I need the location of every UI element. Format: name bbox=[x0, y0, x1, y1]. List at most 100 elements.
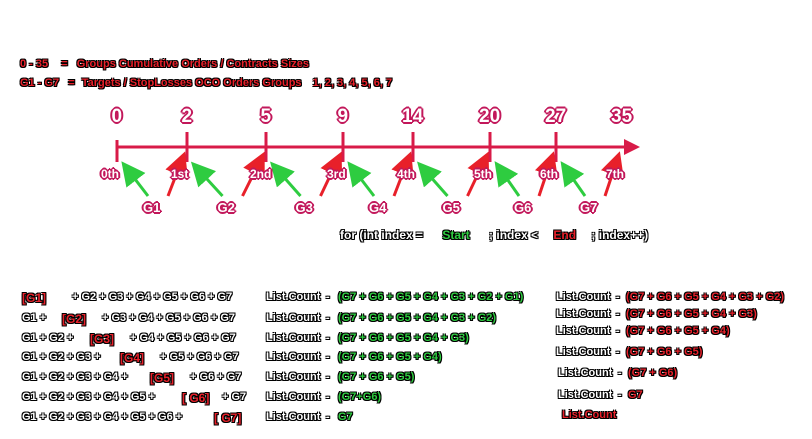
legend-group-numbers: 1, 2, 3, 4, 5, 6, 7 bbox=[312, 77, 393, 89]
group-label-G7: G7 bbox=[580, 200, 598, 215]
timeline-ordinal-4th: 4th bbox=[397, 167, 415, 181]
row-expression: (G7 + G6 + G5 + G4) bbox=[338, 351, 442, 363]
row-current-group: [G3] bbox=[90, 332, 114, 346]
for-loop-statement: for (int index = Start ; index < End ; i… bbox=[340, 228, 648, 242]
row-list-count: List.Count bbox=[266, 312, 321, 324]
legend-key-groups: G1 - G7 bbox=[20, 77, 60, 89]
row-current-group: [G1] bbox=[22, 291, 46, 305]
right-minus: - bbox=[618, 389, 622, 401]
row-expression: G7 bbox=[338, 411, 353, 423]
row-prefix: G1 + G2 + G3 + G4 + G5 + bbox=[22, 391, 155, 403]
row-expression: (G7 + G6 + G5) bbox=[338, 371, 415, 383]
timeline-number-35: 35 bbox=[611, 106, 633, 127]
timeline-number-2: 2 bbox=[181, 106, 193, 127]
row-expression: (G7 + G6 + G5 + G4 + G3 + G2 + G1) bbox=[338, 291, 524, 303]
legend-line-2: G1 - G7 = Targets / StopLosses OCO Order… bbox=[20, 77, 392, 89]
timeline-number-14: 14 bbox=[402, 106, 424, 127]
timeline-number-20: 20 bbox=[479, 106, 501, 127]
right-expression: (G7 + G6 + G5 + G4 + G3) bbox=[626, 308, 757, 320]
timeline-ordinal-2nd: 2nd bbox=[250, 167, 272, 181]
row-minus: - bbox=[326, 371, 330, 383]
legend-desc-groups: Targets / StopLosses OCO Orders Groups bbox=[81, 77, 302, 89]
right-minus: - bbox=[616, 291, 620, 303]
row-suffix: + G5 + G6 + G7 bbox=[160, 351, 239, 363]
group-label-G5: G5 bbox=[442, 200, 460, 215]
red-arrow-G7 bbox=[600, 151, 624, 197]
row-prefix: G1 + G2 + G3 + G4 + G5 + G6 + bbox=[22, 411, 183, 423]
green-arrow-G2 bbox=[190, 161, 224, 198]
right-minus: - bbox=[616, 346, 620, 358]
group-label-G2: G2 bbox=[217, 200, 235, 215]
legend-key-sizes: 0 - 35 bbox=[20, 58, 49, 70]
red-arrow-G2 bbox=[241, 151, 265, 197]
right-list-count: List.Count bbox=[556, 308, 611, 320]
row-suffix: + G3 + G4 + G5 + G6 + G7 bbox=[102, 312, 235, 324]
right-list-count: List.Count bbox=[558, 367, 613, 379]
timeline-number-0: 0 bbox=[111, 106, 123, 127]
timeline-ordinal-5th: 5th bbox=[474, 167, 492, 181]
row-prefix: G1 + bbox=[22, 312, 47, 324]
row-list-count: List.Count bbox=[266, 291, 321, 303]
red-arrow-G5 bbox=[466, 151, 490, 197]
legend-equals-2: = bbox=[68, 77, 75, 89]
row-list-count: List.Count bbox=[266, 332, 321, 344]
timeline-ordinal-3rd: 3rd bbox=[327, 167, 346, 181]
red-arrow-G6 bbox=[534, 151, 558, 197]
right-minus: - bbox=[616, 308, 620, 320]
row-list-count: List.Count bbox=[266, 411, 321, 423]
green-arrow-G5 bbox=[417, 161, 449, 197]
legend-desc-sizes: Groups Cumulative Orders / Contracts Siz… bbox=[76, 58, 309, 70]
legend-line-1: 0 - 35 = Groups Cumulative Orders / Cont… bbox=[20, 58, 309, 70]
row-current-group: [G2] bbox=[62, 312, 86, 326]
row-list-count: List.Count bbox=[266, 391, 321, 403]
timeline-number-5: 5 bbox=[260, 106, 272, 127]
row-list-count: List.Count bbox=[266, 371, 321, 383]
timeline-diagram bbox=[115, 132, 640, 198]
row-expression: (G7+G6) bbox=[338, 391, 382, 403]
timeline-arrowhead bbox=[624, 139, 640, 155]
row-list-count: List.Count bbox=[266, 351, 321, 363]
timeline-ordinal-6th: 6th bbox=[540, 167, 558, 181]
row-suffix: + G4 + G5 + G6 + G7 bbox=[130, 332, 236, 344]
for-loop-suffix: ; index++) bbox=[591, 228, 649, 242]
timeline-number-27: 27 bbox=[545, 106, 567, 127]
row-suffix: + G6 + G7 bbox=[190, 371, 242, 383]
group-label-G6: G6 bbox=[514, 200, 532, 215]
green-arrow-G3 bbox=[270, 161, 302, 197]
group-label-G4: G4 bbox=[369, 200, 387, 215]
for-loop-start: Start bbox=[442, 228, 470, 242]
timeline-number-9: 9 bbox=[337, 106, 349, 127]
right-list-count: List.Count bbox=[562, 409, 617, 421]
right-list-count: List.Count bbox=[558, 389, 613, 401]
right-expression: (G7 + G6 + G5 + G4) bbox=[626, 325, 730, 337]
green-arrow-G4 bbox=[347, 161, 376, 197]
row-current-group: [G5] bbox=[150, 371, 174, 385]
row-expression: (G7 + G6 + G5 + G4 + G3) bbox=[338, 332, 469, 344]
row-suffix: + G7 bbox=[222, 391, 247, 403]
red-arrow-G1 bbox=[165, 151, 188, 197]
for-loop-end: End bbox=[553, 228, 577, 242]
row-minus: - bbox=[326, 291, 330, 303]
right-expression: (G7 + G6 + G5 + G4 + G3 + G2) bbox=[626, 291, 785, 303]
right-expression: (G7 + G6 + G5) bbox=[626, 346, 703, 358]
row-suffix: + G2 + G3 + G4 + G5 + G6 + G7 bbox=[72, 291, 233, 303]
right-expression: (G7 + G6) bbox=[628, 367, 678, 379]
red-arrow-G4 bbox=[391, 151, 414, 197]
row-minus: - bbox=[326, 312, 330, 324]
row-current-group: [ G6] bbox=[182, 391, 210, 405]
group-label-G3: G3 bbox=[295, 200, 313, 215]
row-minus: - bbox=[326, 332, 330, 344]
row-minus: - bbox=[326, 351, 330, 363]
right-minus: - bbox=[618, 367, 622, 379]
right-list-count: List.Count bbox=[556, 346, 611, 358]
row-current-group: [ G7] bbox=[214, 411, 242, 425]
for-loop-prefix: for (int index = bbox=[340, 228, 424, 242]
green-arrow-G7 bbox=[560, 161, 587, 197]
right-minus: - bbox=[616, 325, 620, 337]
row-prefix: G1 + G2 + G3 + bbox=[22, 351, 101, 363]
right-list-count: List.Count bbox=[556, 291, 611, 303]
row-minus: - bbox=[326, 391, 330, 403]
green-arrow-G6 bbox=[494, 161, 521, 197]
row-expression: (G7 + G6 + G5 + G4 + G3 + G2) bbox=[338, 312, 497, 324]
legend-equals-1: = bbox=[61, 58, 68, 70]
